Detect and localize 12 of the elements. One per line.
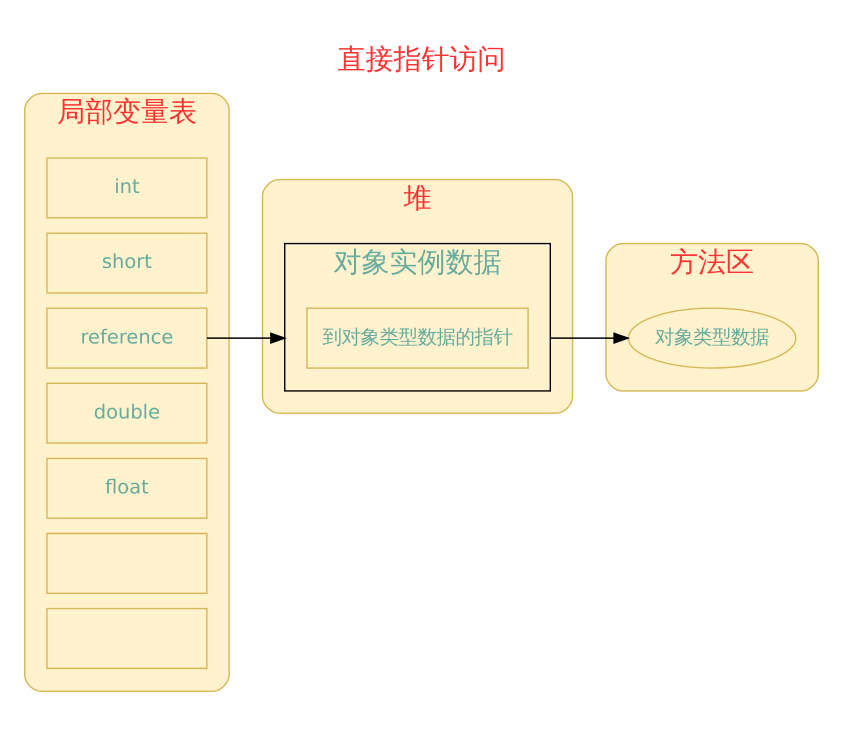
node-box: int	[46, 157, 208, 219]
arrow	[550, 332, 630, 344]
node-box: double	[46, 382, 208, 444]
node-box	[46, 608, 208, 670]
node-box: short	[46, 232, 208, 294]
node-box	[46, 532, 208, 594]
diagram-title: 直接指针访问	[338, 42, 506, 76]
arrow	[206, 332, 287, 344]
node-box: reference	[46, 308, 208, 369]
node-box: float	[46, 458, 208, 519]
node-ellipse: 对象类型数据	[628, 308, 797, 369]
node-box: 到对象类型数据的指针	[306, 308, 529, 369]
